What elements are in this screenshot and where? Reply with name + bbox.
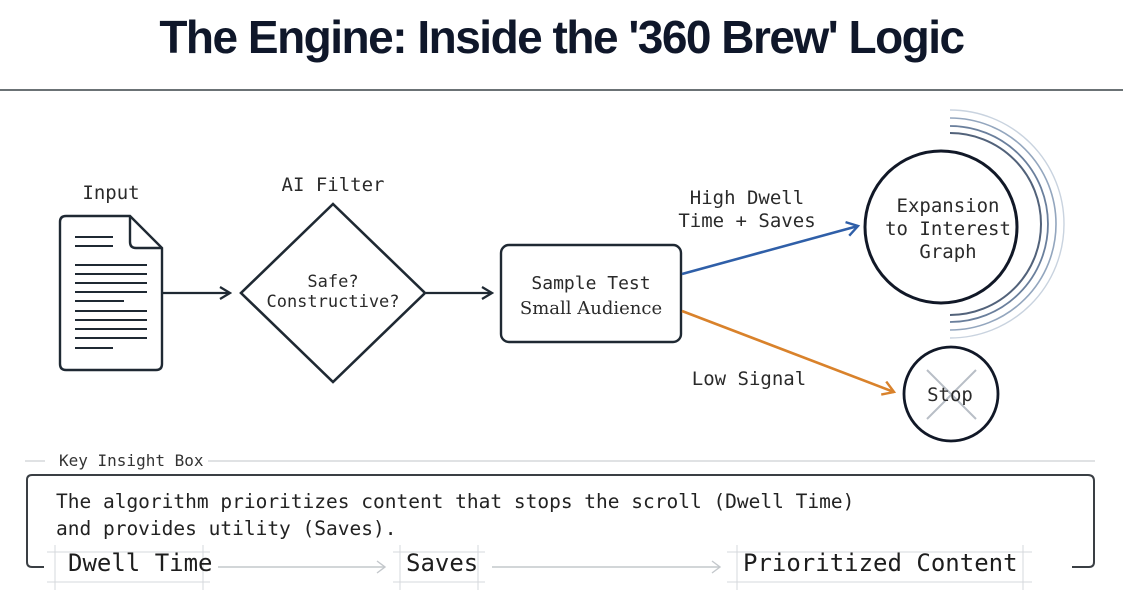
- low-signal-label: Low Signal: [692, 368, 806, 390]
- title-divider: [0, 89, 1123, 91]
- filter-diamond: [239, 202, 427, 384]
- insight-caption: Key Insight Box: [55, 451, 208, 470]
- arrow-high-signal: [681, 226, 858, 276]
- high-signal-label-2: Time + Saves: [678, 210, 815, 232]
- arrow-low-signal: [681, 309, 894, 392]
- insight-frame: [25, 460, 1095, 568]
- flow-guides: [47, 545, 1032, 590]
- stop-label: Stop: [927, 384, 973, 406]
- flow-step-prioritized-content: Prioritized Content: [743, 549, 1018, 577]
- expansion-line-3: Graph: [919, 241, 976, 263]
- insight-line-1: The algorithm prioritizes content that s…: [56, 490, 855, 513]
- expansion-line-2: to Interest: [885, 218, 1011, 240]
- expansion-line-1: Expansion: [897, 195, 1000, 217]
- page-title: The Engine: Inside the '360 Brew' Logic: [159, 11, 965, 63]
- filter-label: AI Filter: [282, 174, 385, 196]
- filter-question-2: Constructive?: [266, 292, 399, 312]
- insight-line-2: and provides utility (Saves).: [56, 517, 397, 540]
- flow-step-saves: Saves: [406, 549, 479, 577]
- insight-text: The algorithm prioritizes content that s…: [56, 488, 854, 542]
- document-icon: [58, 214, 164, 372]
- sample-test-line-2: Small Audience: [520, 298, 662, 319]
- high-signal-label-1: High Dwell: [690, 187, 804, 209]
- flow-step-dwell-time: Dwell Time: [68, 549, 213, 577]
- expansion-node: [863, 149, 1019, 305]
- ripple-icon: [949, 109, 1065, 339]
- sample-test-line-1: Sample Test: [531, 273, 650, 294]
- sample-test-box: [499, 243, 683, 344]
- input-label: Input: [82, 182, 139, 204]
- filter-question-1: Safe?: [307, 272, 358, 292]
- cross-icon: [926, 369, 977, 420]
